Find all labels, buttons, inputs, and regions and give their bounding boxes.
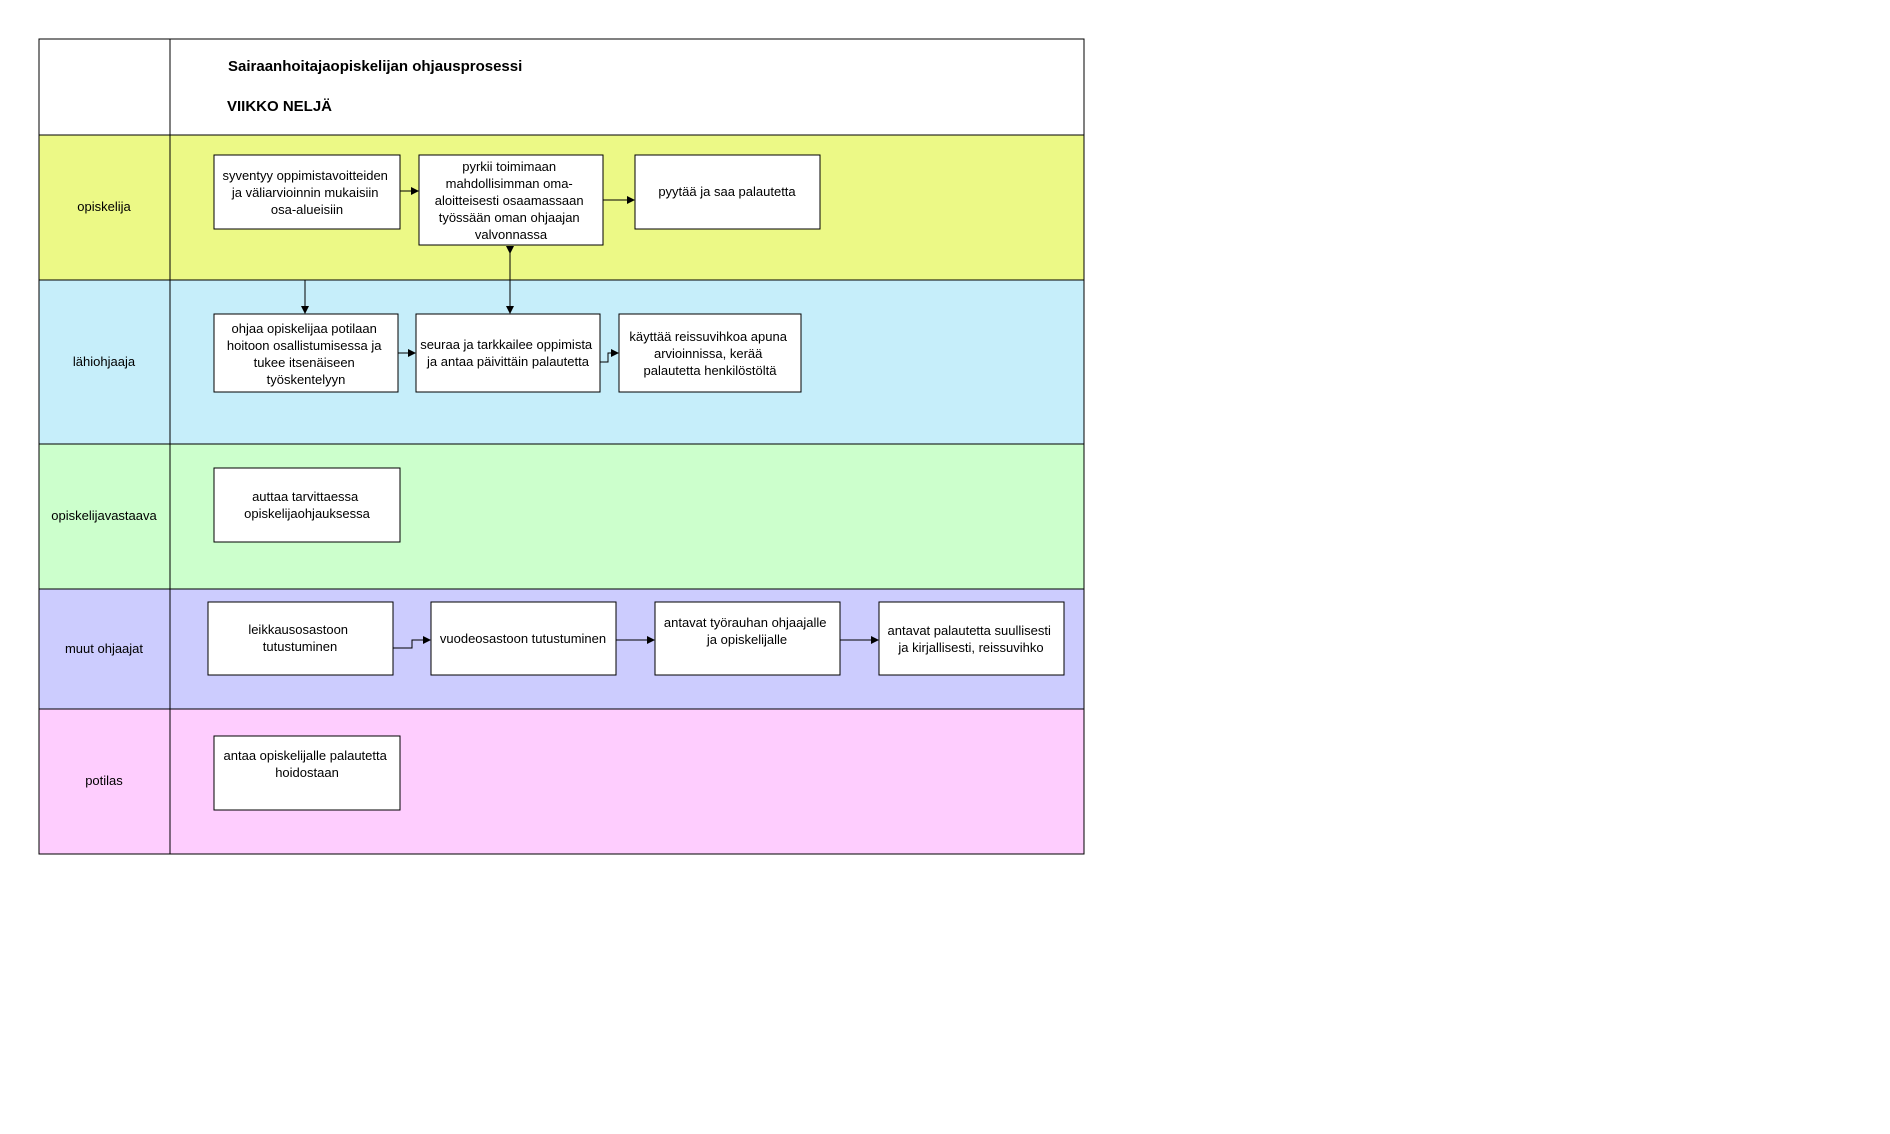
lane-label-opiskelija: opiskelija: [77, 199, 131, 214]
connector-b8-b9: [393, 636, 431, 649]
svg-text:seuraa ja tarkkailee oppimista: seuraa ja tarkkailee oppimista ja antaa …: [420, 337, 596, 369]
svg-text:syventyy oppimistavoitteiden: syventyy oppimistavoitteiden ja väliarvi…: [222, 168, 391, 217]
lane-background: [38, 443, 1085, 590]
box-text-line: osa-alueisiin: [271, 202, 343, 217]
lane-potilas: potilas: [38, 708, 1085, 855]
process-box[interactable]: vuodeosastoon tutustuminen: [430, 601, 617, 676]
process-box[interactable]: antavat työrauhan ohjaajalle ja opiskeli…: [654, 601, 841, 676]
box-text-line: leikkausosastoon: [248, 622, 348, 637]
svg-text:auttaa tarvittaessa opis: auttaa tarvittaessa opiskelijaohjauksess…: [244, 489, 371, 521]
svg-text:pyytää ja saa palautetta: pyytää ja saa palautetta: [658, 184, 796, 199]
box-text-line: ja väliarvioinnin mukaisiin: [231, 185, 379, 200]
box-text-line: aloitteisesti osaamassaan: [435, 193, 584, 208]
box-text-line: antaa opiskelijalle palautetta: [224, 748, 388, 763]
process-box[interactable]: leikkausosastoon tutustuminen: [207, 601, 394, 676]
box-text-line: seuraa ja tarkkailee oppimista: [420, 337, 593, 352]
process-box[interactable]: pyrkii toimimaan mahdollisimman oma- alo…: [418, 154, 604, 246]
box-text-line: hoidostaan: [275, 765, 339, 780]
connector-b5-b6: [600, 349, 619, 363]
lane-label-muut-ohjaajat: muut ohjaajat: [65, 641, 143, 656]
svg-text:antaa opiskelijalle palautetta: antaa opiskelijalle palautetta hoidostaa…: [224, 748, 391, 780]
lane-label-opiskelijavastaava: opiskelijavastaava: [51, 508, 157, 523]
diagram-subtitle: VIIKKO NELJÄ: [227, 98, 332, 115]
svg-text:vuodeosastoon tutustuminen: vuodeosastoon tutustuminen: [440, 631, 606, 646]
box-text-line: tutustuminen: [263, 639, 337, 654]
lane-background: [38, 708, 1085, 855]
box-text-line: käyttää reissuvihkoa apuna: [629, 329, 787, 344]
svg-text:antavat palautetta suullisesti: antavat palautetta suullisesti ja kirjal…: [888, 623, 1055, 655]
box-text-line: työskentelyyn: [267, 372, 346, 387]
process-box[interactable]: syventyy oppimistavoitteiden ja väliarvi…: [213, 154, 401, 230]
svg-text:ohjaa opiskelijaa potilaan: ohjaa opiskelijaa potilaan hoitoon osall…: [227, 321, 385, 387]
connector-b2-b4: [301, 279, 510, 314]
box-text-line: opiskelijaohjauksessa: [244, 506, 371, 521]
box-text-line: hoitoon osallistumisessa ja: [227, 338, 382, 353]
svg-text:käyttää reissuvihkoa apuna: käyttää reissuvihkoa apuna arvioinnissa,…: [629, 329, 790, 378]
box-text-line: mahdollisimman oma-: [446, 176, 573, 191]
connectors: [301, 187, 879, 649]
box-text-line: ja kirjallisesti, reissuvihko: [897, 640, 1043, 655]
box-text-line: antavat palautetta suullisesti: [888, 623, 1051, 638]
svg-text:antavat työrauhan ohjaajalle: antavat työrauhan ohjaajalle ja opiskeli…: [664, 615, 830, 647]
lane-opiskelijavastaava: opiskelijavastaava: [38, 443, 1085, 590]
diagram-title: Sairaanhoitajaopiskelijan ohjausprosessi: [228, 58, 522, 75]
box-text-line: tukee itsenäiseen: [254, 355, 355, 370]
process-box[interactable]: käyttää reissuvihkoa apuna arvioinnissa,…: [618, 313, 802, 393]
process-box[interactable]: pyytää ja saa palautetta: [634, 154, 821, 230]
box-text-line: ja antaa päivittäin palautetta: [426, 354, 590, 369]
svg-text:pyrkii toimimaan mahdoll: pyrkii toimimaan mahdollisimman oma- alo…: [435, 159, 587, 242]
box-text-line: vuodeosastoon tutustuminen: [440, 631, 606, 646]
box-text-line: ja opiskelijalle: [706, 632, 787, 647]
box-text-line: auttaa tarvittaessa: [252, 489, 359, 504]
box-text-line: arvioinnissa, kerää: [654, 346, 763, 361]
box-text-line: syventyy oppimistavoitteiden: [222, 168, 387, 183]
process-box[interactable]: ohjaa opiskelijaa potilaan hoitoon osall…: [213, 313, 399, 393]
lane-label-potilas: potilas: [85, 773, 123, 788]
box-text-line: palautetta henkilöstöltä: [644, 363, 778, 378]
svg-text:leikkausosastoon tutustu: leikkausosastoon tutustuminen: [248, 622, 351, 654]
header-row: Sairaanhoitajaopiskelijan ohjausprosessi…: [38, 38, 1085, 136]
box-text-line: valvonnassa: [475, 227, 548, 242]
process-box[interactable]: antaa opiskelijalle palautetta hoidostaa…: [213, 735, 401, 811]
box-text-line: antavat työrauhan ohjaajalle: [664, 615, 827, 630]
process-box[interactable]: antavat palautetta suullisesti ja kirjal…: [878, 601, 1065, 676]
lane-label-lahiohjaaja: lähiohjaaja: [73, 354, 136, 369]
process-box[interactable]: seuraa ja tarkkailee oppimista ja antaa …: [415, 313, 601, 393]
box-text-line: työssään oman ohjaajan: [439, 210, 580, 225]
box-text-line: pyrkii toimimaan: [462, 159, 556, 174]
box-text-line: ohjaa opiskelijaa potilaan: [232, 321, 377, 336]
box-text-line: pyytää ja saa palautetta: [658, 184, 796, 199]
process-box[interactable]: auttaa tarvittaessa opiskelijaohjauksess…: [213, 467, 401, 543]
